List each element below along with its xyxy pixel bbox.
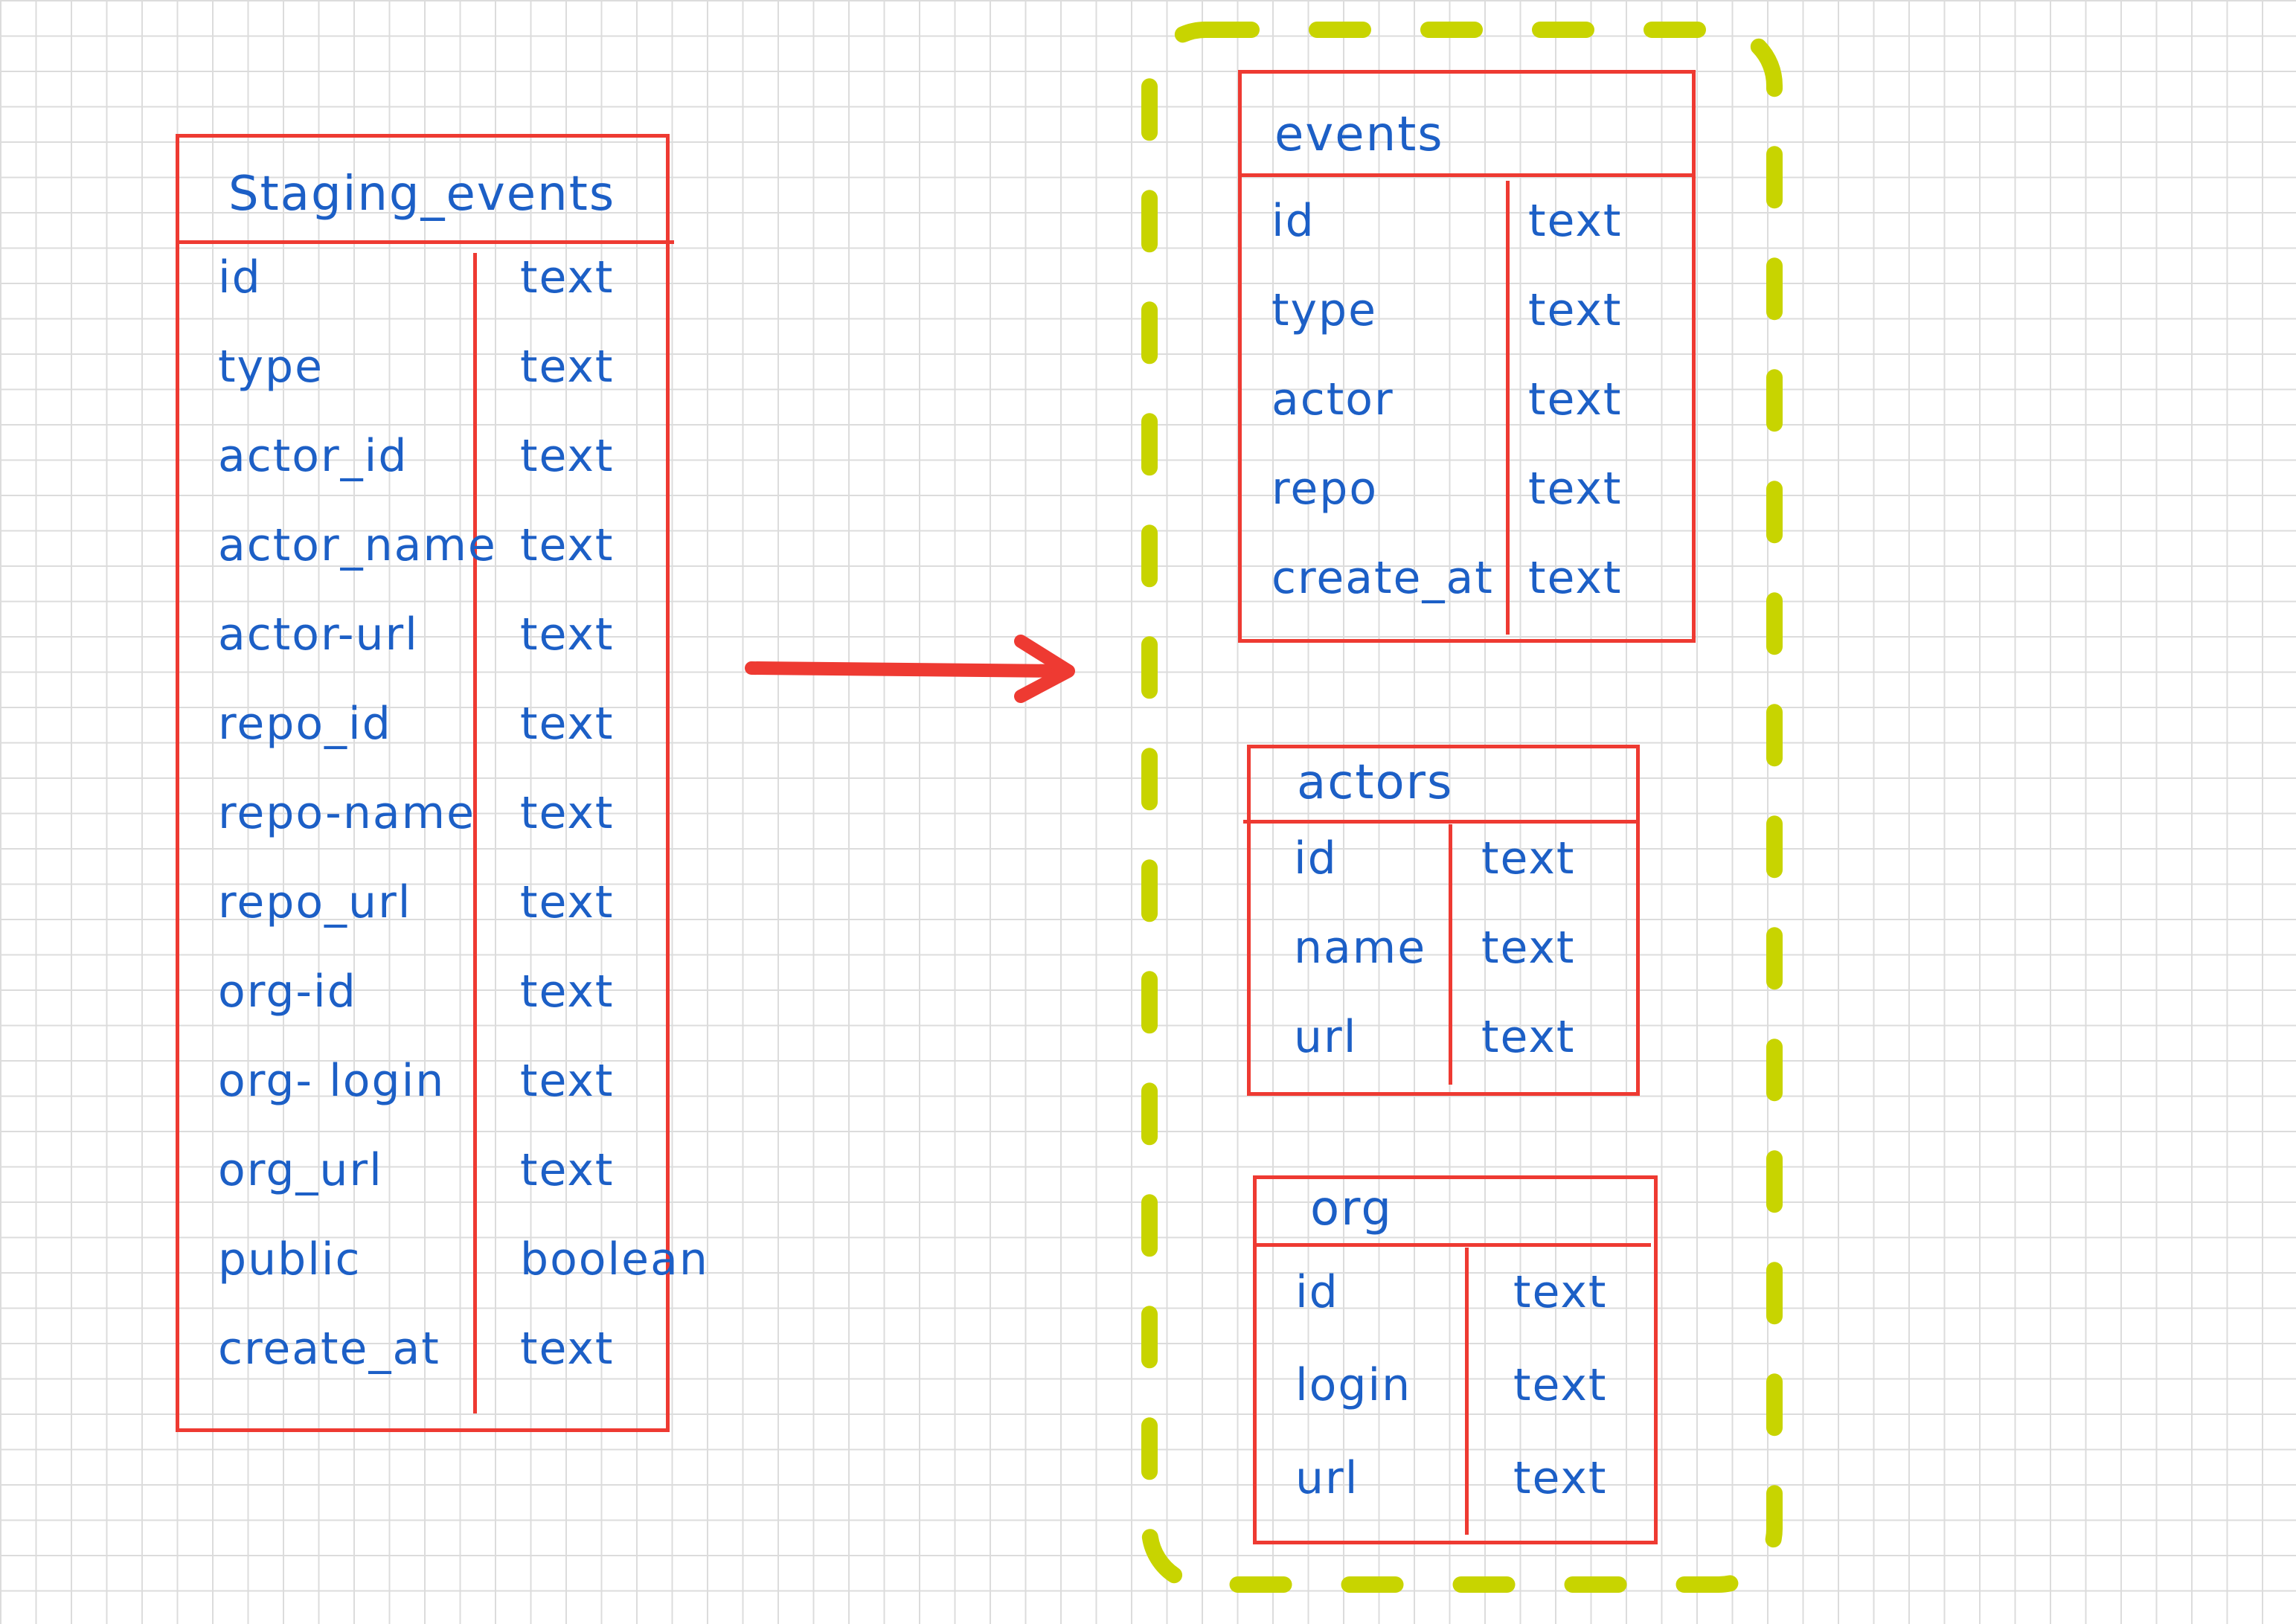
staging-column-type: text [520, 698, 615, 750]
actors-column-name: name [1294, 922, 1427, 974]
org-column-name: login [1295, 1359, 1412, 1411]
staging-column-type: text [520, 1144, 615, 1196]
events-column-name: create_at [1272, 552, 1494, 604]
org-table: org id text login text url text [1253, 1175, 1658, 1544]
staging-events-column-divider [473, 253, 477, 1413]
org-column-type: text [1513, 1266, 1608, 1318]
events-column-divider [1506, 181, 1510, 635]
org-column-divider [1465, 1248, 1469, 1535]
org-column-name: id [1295, 1266, 1339, 1318]
staging-column-type: text [520, 966, 615, 1018]
org-title: org [1310, 1181, 1393, 1236]
staging-column-name: actor-url [218, 609, 419, 661]
staging-column-type: text [520, 341, 615, 393]
events-column-name: id [1272, 195, 1315, 247]
actors-column-type: text [1481, 1011, 1576, 1063]
staging-column-name: id [218, 251, 262, 304]
staging-column-name: org_url [218, 1144, 383, 1196]
actors-column-divider [1449, 824, 1452, 1085]
staging-column-type: text [520, 251, 615, 304]
staging-column-type: boolean [520, 1233, 709, 1286]
staging-column-name: type [218, 341, 324, 393]
staging-column-type: text [520, 609, 615, 661]
org-column-type: text [1513, 1452, 1608, 1504]
staging-events-title: Staging_events [228, 167, 616, 222]
staging-column-name: public [218, 1233, 362, 1286]
events-column-type: text [1528, 552, 1623, 604]
transform-arrow [745, 635, 1075, 703]
org-header-rule [1257, 1243, 1651, 1247]
staging-column-type: text [520, 876, 615, 928]
staging-column-name: org- login [218, 1055, 446, 1107]
events-column-type: text [1528, 195, 1623, 247]
staging-column-name: actor_name [218, 519, 497, 571]
org-column-name: url [1295, 1452, 1359, 1504]
staging-column-name: org-id [218, 966, 357, 1018]
org-column-type: text [1513, 1359, 1608, 1411]
staging-column-type: text [520, 519, 615, 571]
actors-column-name: id [1294, 832, 1338, 885]
staging-column-name: repo-name [218, 787, 475, 839]
events-title: events [1274, 107, 1444, 162]
events-column-type: text [1528, 463, 1623, 515]
events-column-name: actor [1272, 373, 1394, 426]
events-column-type: text [1528, 373, 1623, 426]
actors-title: actors [1297, 755, 1454, 810]
staging-column-name: repo_id [218, 698, 392, 750]
events-header-rule [1238, 173, 1696, 177]
events-column-name: type [1272, 284, 1378, 336]
staging-column-name: create_at [218, 1323, 440, 1375]
actors-column-type: text [1481, 832, 1576, 885]
events-column-name: repo [1272, 463, 1379, 515]
staging-events-header-rule [176, 240, 674, 244]
events-column-type: text [1528, 284, 1623, 336]
staging-column-name: repo_url [218, 876, 412, 928]
actors-table: actors id text name text url text [1243, 745, 1640, 1096]
actors-column-type: text [1481, 922, 1576, 974]
actors-header-rule [1243, 820, 1638, 824]
actors-column-name: url [1294, 1011, 1358, 1063]
staging-column-type: text [520, 787, 615, 839]
staging-column-name: actor_id [218, 430, 408, 482]
staging-column-type: text [520, 430, 615, 482]
staging-column-type: text [520, 1055, 615, 1107]
staging-column-type: text [520, 1323, 615, 1375]
